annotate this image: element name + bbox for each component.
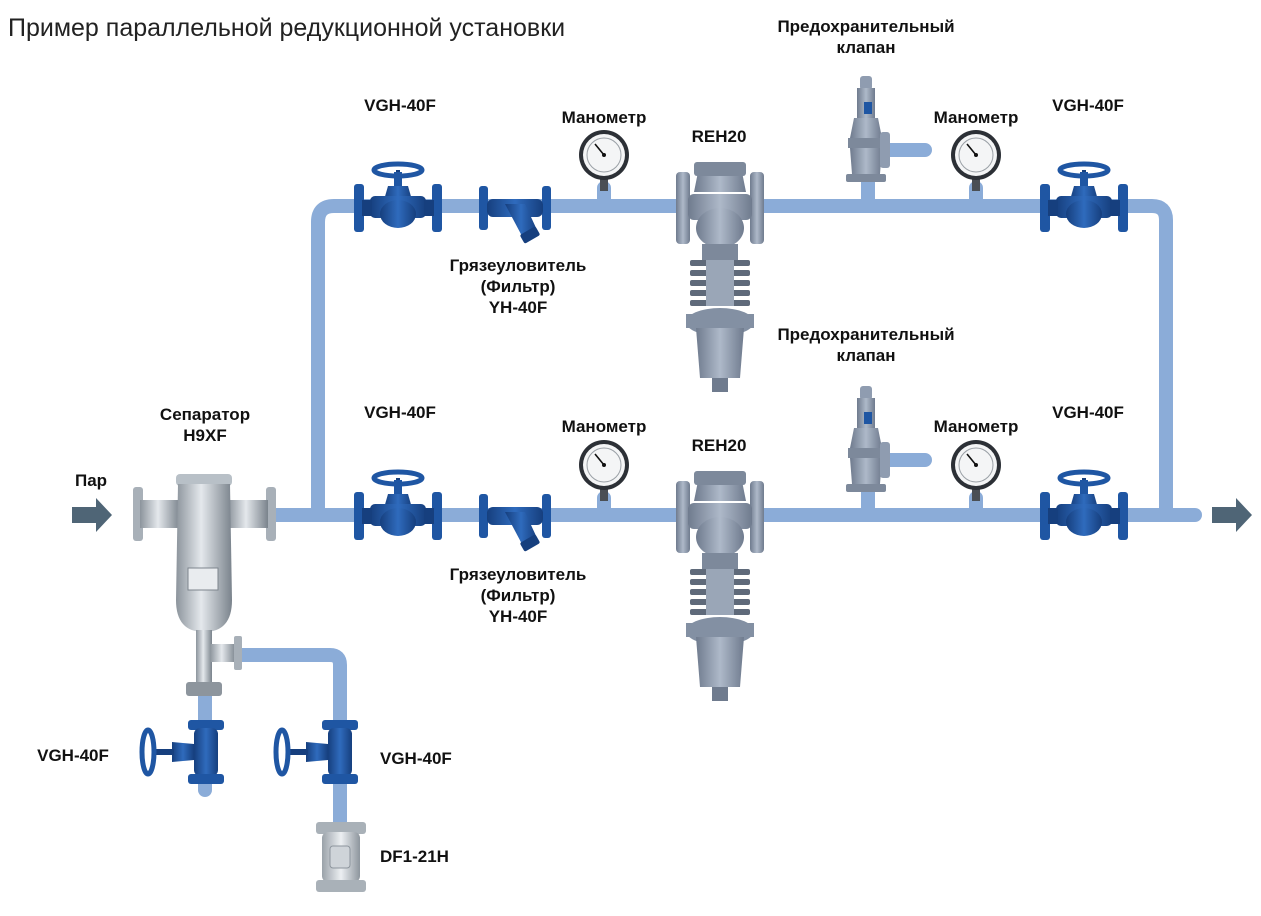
- manometer-lower-outlet: [950, 439, 1002, 502]
- drain-valve-right: [276, 720, 358, 784]
- label-drain-valve-left: VGH-40F: [37, 746, 109, 765]
- label-drain-valve-right: VGH-40F: [380, 749, 452, 768]
- label-manometer-lower-inlet: Манометр: [561, 417, 647, 436]
- steam-inlet-arrow: [72, 498, 112, 532]
- label-steam: Пар: [74, 471, 108, 490]
- label-reducer-lower: REH20: [691, 436, 747, 455]
- gate-valve-upper-inlet: [354, 164, 442, 232]
- drain-valve-left: [142, 720, 224, 784]
- gauge-stub: [597, 181, 983, 522]
- manometer-upper-inlet: [578, 129, 630, 192]
- label-valve-upper-outlet: VGH-40F: [1052, 96, 1124, 115]
- gate-valve-lower-outlet: [1040, 472, 1128, 540]
- drain-pipe-right: [231, 648, 347, 842]
- manometer-lower-inlet: [578, 439, 630, 502]
- label-reducer-upper: REH20: [691, 127, 747, 146]
- gate-valve-upper-outlet: [1040, 164, 1128, 232]
- label-valve-upper-inlet: VGH-40F: [364, 96, 436, 115]
- label-manometer-upper-inlet: Манометр: [561, 108, 647, 127]
- strainer-upper: [479, 186, 551, 244]
- manometer-upper-outlet: [950, 129, 1002, 192]
- label-valve-lower-outlet: VGH-40F: [1052, 403, 1124, 422]
- label-manometer-upper-outlet: Манометр: [933, 108, 1019, 127]
- label-manometer-lower-outlet: Манометр: [933, 417, 1019, 436]
- reducer-upper: [676, 162, 764, 392]
- steam-trap-df1-21h: [316, 822, 366, 892]
- label-steam-trap: DF1-21H: [380, 847, 449, 866]
- label-safety-valve-upper: Предохранительный клапан: [777, 17, 955, 57]
- separator-h9xf: [133, 474, 276, 696]
- steam-outlet-arrow: [1212, 498, 1252, 532]
- page-title: Пример параллельной редукционной установ…: [8, 14, 566, 42]
- reducer-lower: [676, 471, 764, 701]
- label-valve-lower-inlet: VGH-40F: [364, 403, 436, 422]
- safety-valve-upper: [846, 76, 890, 182]
- main-pipe-upper: [311, 199, 1173, 522]
- gate-valve-lower-inlet: [354, 472, 442, 540]
- safety-valve-lower: [846, 386, 890, 492]
- label-safety-valve-lower: Предохранительный клапан: [777, 325, 955, 365]
- strainer-lower: [479, 494, 551, 552]
- label-strainer-lower: Грязеуловитель (Фильтр) YH-40F: [449, 565, 587, 626]
- label-separator: Сепаратор H9XF: [159, 405, 251, 445]
- label-strainer-upper: Грязеуловитель (Фильтр) YH-40F: [449, 256, 587, 317]
